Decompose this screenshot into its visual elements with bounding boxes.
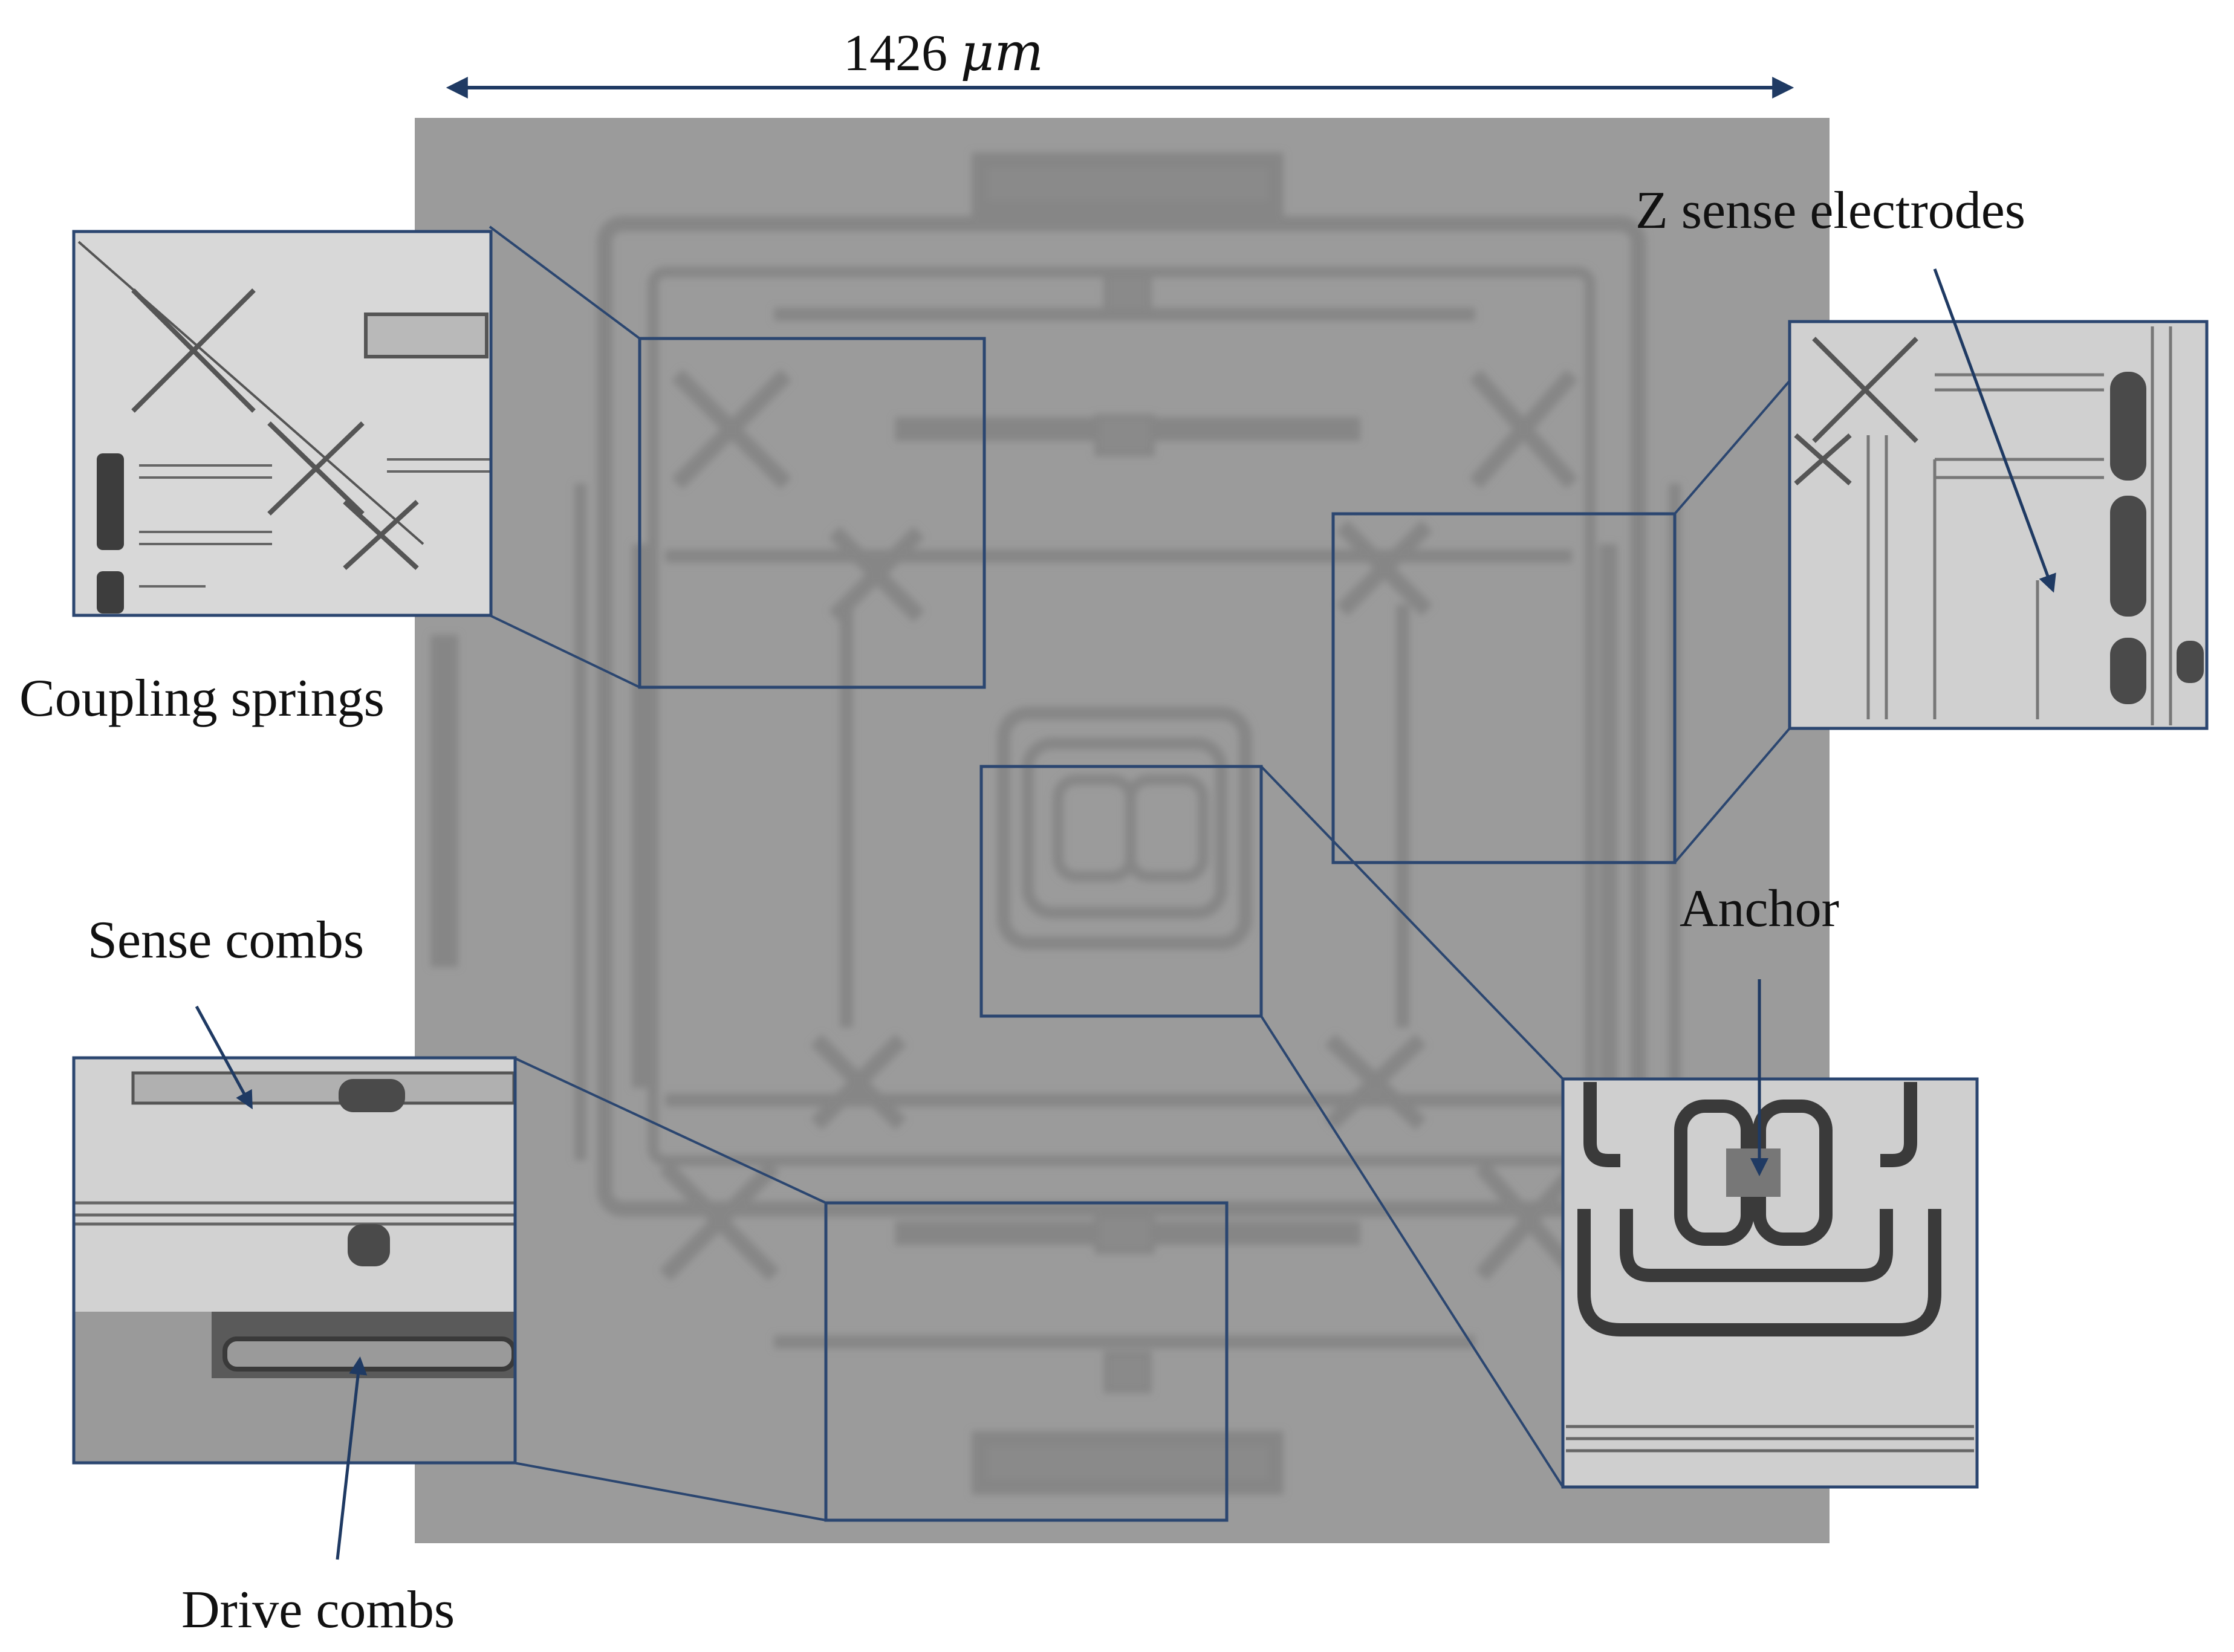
zoom-box-anchor	[979, 765, 1263, 1018]
arrow-z-sense-electrodes	[1933, 268, 2056, 593]
label-anchor: Anchor	[1680, 879, 1839, 938]
arrow-drive-combs	[336, 1356, 368, 1560]
arrow-sense-combs	[195, 1005, 253, 1110]
dimension-label: 1426 μm	[843, 27, 1044, 79]
zoom-box-z-sense	[1331, 512, 1677, 864]
inset-z-sense-electrodes	[1788, 320, 2209, 730]
label-drive-combs: Drive combs	[181, 1581, 455, 1639]
connector-lines	[489, 225, 1791, 1521]
inset-anchor	[1561, 1077, 1979, 1489]
inset-coupling-springs	[72, 230, 493, 617]
dimension-unit: μm	[960, 22, 1044, 83]
label-z-sense-electrodes: Z sense electrodes	[1635, 181, 2026, 240]
inset-sense-drive-combs	[72, 1056, 517, 1465]
zoom-box-drive-sense	[824, 1201, 1229, 1522]
dimension-value: 1426	[843, 24, 947, 82]
label-coupling-springs: Coupling springs	[19, 669, 385, 728]
zoom-box-coupling-springs	[638, 337, 986, 689]
label-sense-combs: Sense combs	[88, 911, 365, 970]
